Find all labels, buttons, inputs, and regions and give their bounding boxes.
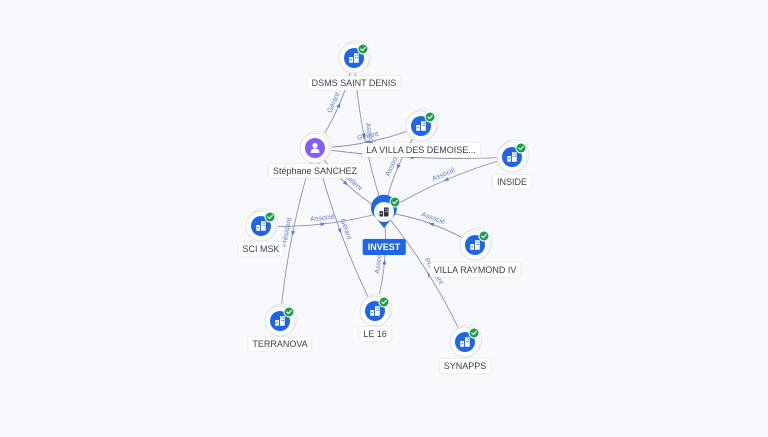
node-label-inside[interactable]: INSIDE — [492, 175, 532, 189]
edge-line — [383, 211, 466, 343]
edge-label: Associé — [374, 249, 383, 274]
edge-synapps-invest: Président — [383, 211, 466, 343]
building-icon — [470, 240, 480, 250]
node-label-villa_demoise[interactable]: LA VILLA DES DEMOISE... — [362, 143, 480, 157]
node-label-synapps[interactable]: SYNAPPS — [439, 359, 491, 373]
verified-check-icon — [283, 306, 295, 318]
edge-label: Associé — [310, 214, 335, 224]
nodes-layer — [245, 40, 530, 358]
edge-sci_msk-invest: Associé — [260, 211, 385, 227]
edge-label: Gérant — [327, 92, 342, 114]
verified-check-icon — [515, 142, 527, 154]
center-pin-inner — [374, 202, 394, 222]
building-icon — [416, 121, 426, 131]
verified-check-icon — [357, 43, 369, 55]
node-stephane[interactable] — [299, 130, 333, 164]
node-dsms[interactable] — [338, 40, 372, 74]
edge-arrow — [443, 177, 450, 181]
node-label-villa_raymond[interactable]: VILLA RAYMOND IV — [429, 263, 521, 277]
person-icon — [310, 142, 320, 153]
edge-arrow — [396, 163, 401, 170]
center-node-label[interactable]: INVEST — [362, 239, 406, 255]
verified-check-icon — [389, 196, 401, 208]
building-icon — [379, 207, 389, 217]
edge-arrow — [291, 230, 296, 236]
node-terranova[interactable] — [264, 303, 298, 337]
building-icon — [370, 306, 380, 316]
node-label-sci_msk[interactable]: SCI MSK — [238, 242, 284, 256]
node-label-dsms[interactable]: DSMS SAINT DENIS — [307, 76, 401, 90]
verified-check-icon — [264, 211, 276, 223]
edge-arrow — [361, 133, 366, 139]
node-villa_raymond[interactable] — [459, 227, 493, 261]
building-icon — [507, 152, 517, 162]
verified-check-icon — [424, 111, 436, 123]
node-label-stephane[interactable]: Stéphane SANCHEZ — [268, 164, 362, 178]
verified-check-icon — [478, 230, 490, 242]
building-icon — [460, 337, 470, 347]
node-inside[interactable] — [496, 139, 530, 173]
building-icon — [349, 53, 359, 63]
edge-arrow — [320, 222, 326, 227]
edge-arrow — [428, 222, 435, 227]
verified-check-icon — [378, 296, 390, 308]
edge-label: Associé — [364, 122, 376, 148]
building-icon — [256, 221, 266, 231]
node-label-terranova[interactable]: TERRANOVA — [248, 337, 312, 351]
node-sci_msk[interactable] — [245, 208, 279, 242]
node-synapps[interactable] — [449, 324, 483, 358]
building-icon — [275, 316, 285, 326]
edge-arrow — [337, 228, 342, 234]
node-invest[interactable] — [371, 194, 401, 228]
edge-arrow — [342, 180, 348, 186]
node-le16[interactable] — [359, 293, 393, 327]
node-label-le16[interactable]: LE 16 — [359, 327, 391, 341]
edge-label: Gérant — [357, 131, 379, 142]
node-villa_demoise[interactable] — [405, 108, 439, 142]
edge-arrow — [382, 259, 387, 265]
edge-arrow — [427, 272, 432, 278]
edge-arrow — [336, 102, 341, 109]
verified-check-icon — [468, 327, 480, 339]
